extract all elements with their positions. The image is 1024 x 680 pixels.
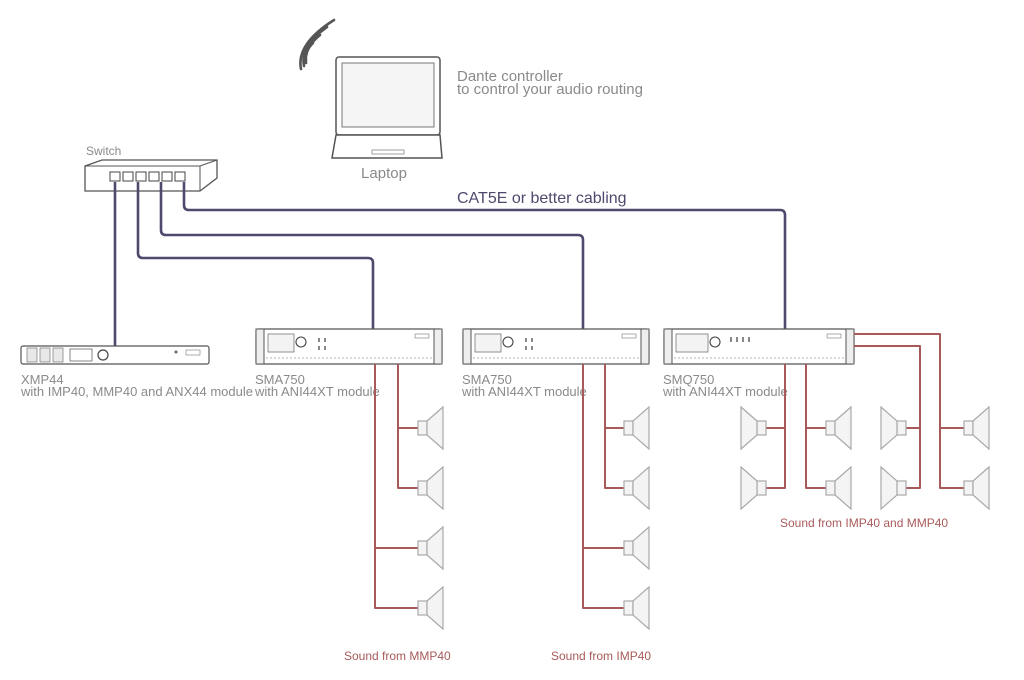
speaker-icon xyxy=(623,585,650,631)
device-subtitle-smq750: with ANI44XT module xyxy=(662,384,788,399)
laptop: Laptop xyxy=(299,18,443,182)
cable-sma750-1 xyxy=(136,182,375,329)
speaker-icon xyxy=(880,465,907,511)
device-name-sma750-1: SMA750 xyxy=(255,372,305,387)
device-name-sma750-2: SMA750 xyxy=(462,372,512,387)
speaker-icon xyxy=(825,465,852,511)
controller-subtitle: to control your audio routing xyxy=(457,81,643,98)
speaker-icon xyxy=(623,465,650,511)
cable-smq750 xyxy=(182,182,787,329)
speaker-icon xyxy=(417,585,444,631)
speaker-icon xyxy=(417,405,444,451)
speaker-icon xyxy=(880,405,907,451)
sound-label-imp40: Sound from IMP40 xyxy=(551,649,651,663)
speaker-icon xyxy=(825,405,852,451)
network-switch: Switch xyxy=(84,144,218,192)
sma750-device-1: SMA750 with ANI44XT module xyxy=(254,328,443,399)
laptop-label: Laptop xyxy=(361,165,407,182)
speaker-icon xyxy=(740,465,767,511)
speaker-icon xyxy=(417,525,444,571)
device-subtitle-xmp44: with IMP40, MMP40 and ANX44 module xyxy=(20,384,253,399)
speaker-icon xyxy=(417,465,444,511)
device-name-xmp44: XMP44 xyxy=(21,372,64,387)
wifi-icon xyxy=(299,18,336,71)
sound-label-imp40-mmp40: Sound from IMP40 and MMP40 xyxy=(780,516,948,530)
cabling-label: CAT5E or better cabling xyxy=(457,190,627,207)
device-subtitle-sma750-1: with ANI44XT module xyxy=(254,384,380,399)
xmp44-device: XMP44 with IMP40, MMP40 and ANX44 module xyxy=(20,345,253,399)
speaker-icon xyxy=(740,405,767,451)
device-subtitle-sma750-2: with ANI44XT module xyxy=(461,384,587,399)
switch-label: Switch xyxy=(86,144,121,158)
speaker-wires xyxy=(374,333,964,609)
controller-title: Dante controller xyxy=(457,68,563,85)
smq750-device: SMQ750 with ANI44XT module xyxy=(662,328,855,399)
speakers xyxy=(417,405,990,631)
speaker-icon xyxy=(623,525,650,571)
network-cables xyxy=(113,182,787,347)
sound-label-mmp40: Sound from MMP40 xyxy=(344,649,451,663)
speaker-icon xyxy=(963,405,990,451)
speaker-icon xyxy=(963,465,990,511)
speaker-icon xyxy=(623,405,650,451)
cable-sma750-2 xyxy=(159,182,585,329)
device-name-smq750: SMQ750 xyxy=(663,372,714,387)
sma750-device-2: SMA750 with ANI44XT module xyxy=(461,328,650,399)
